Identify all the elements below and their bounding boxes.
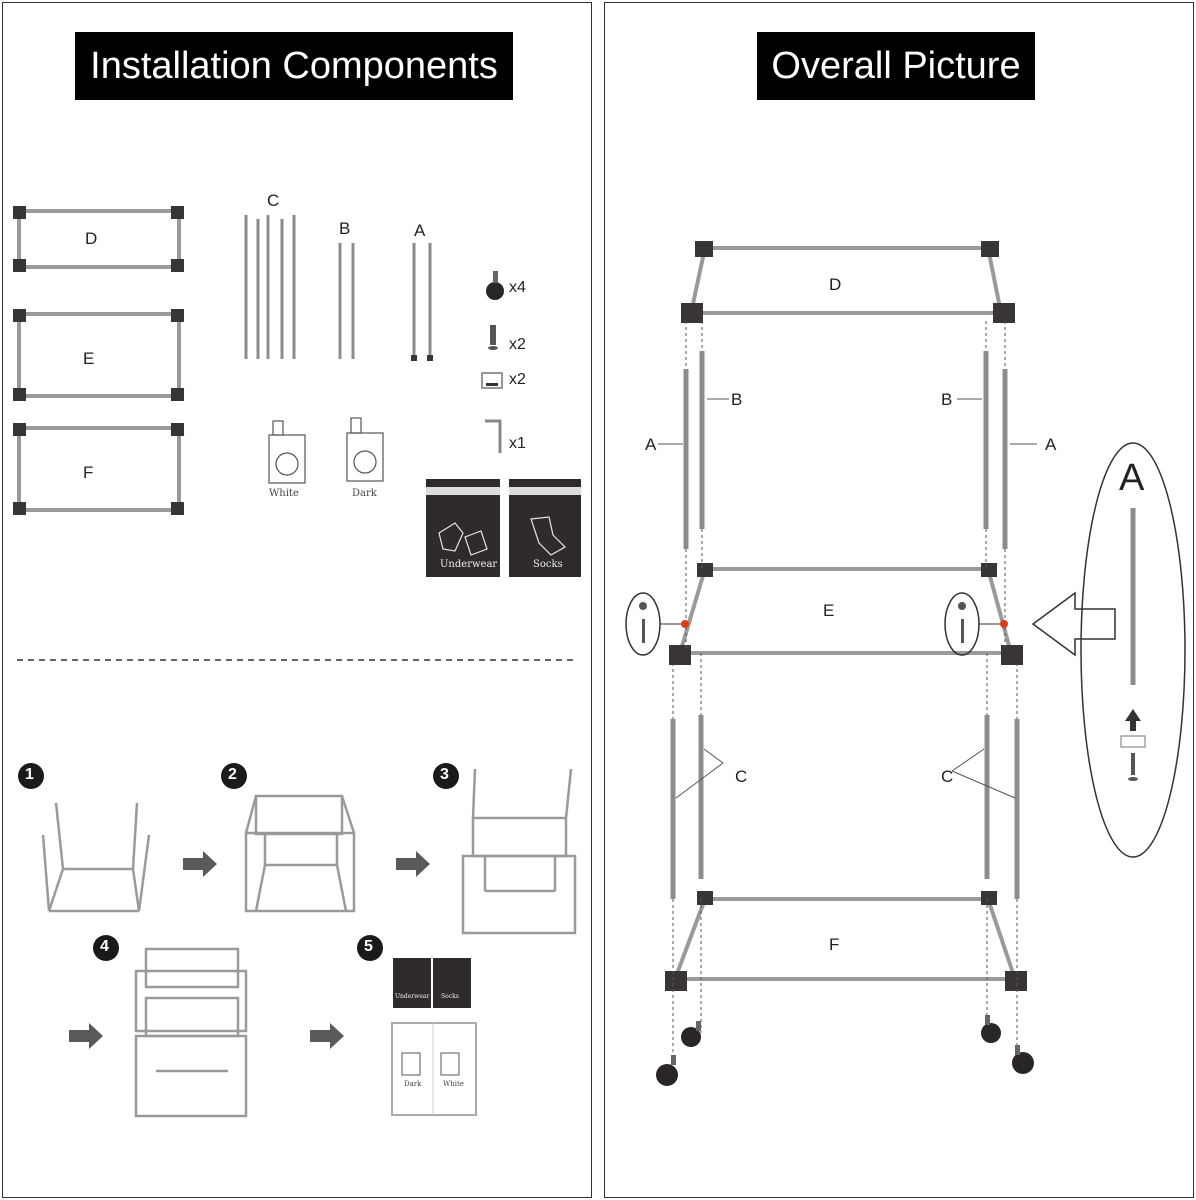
qty-caster: x4 — [509, 279, 526, 296]
overall-title: Overall Picture — [757, 32, 1035, 100]
bag-label-dark: Dark — [352, 488, 377, 499]
frame-label-f: F — [83, 463, 94, 482]
step5-bag-underwear: Underwear — [395, 993, 430, 1000]
bag-label-white: White — [269, 488, 299, 499]
screw-icon — [488, 325, 498, 350]
pole-label-b-left: B — [731, 390, 743, 409]
frames-drawing — [13, 206, 581, 1118]
qty-screw: x2 — [509, 336, 526, 353]
frame-label-d: D — [85, 229, 98, 248]
bag-label-socks: Socks — [533, 559, 563, 570]
step-5-number: 5 — [364, 938, 373, 955]
pole-label-a-left: A — [645, 435, 657, 454]
bracket-icon — [481, 372, 503, 389]
step-2-number: 2 — [228, 766, 237, 783]
allen-key-icon — [485, 419, 502, 453]
caster-wheel-icon — [486, 271, 504, 300]
pole-label-c-right: C — [941, 767, 954, 786]
qty-allen-key: x1 — [509, 435, 526, 452]
detail-label-a: A — [1119, 457, 1145, 499]
step5-bag-socks: Socks — [441, 993, 459, 1000]
step5-bag-white: White — [443, 1080, 464, 1088]
step-4-number: 4 — [100, 938, 109, 955]
tier-label-e: E — [823, 601, 835, 620]
step5-drawing — [391, 958, 477, 1116]
step-3-number: 3 — [440, 766, 449, 783]
overall-picture-panel: Overall Picture — [604, 2, 1194, 1198]
pole-label-b: B — [339, 219, 351, 238]
pole-label-a-right: A — [1045, 435, 1057, 454]
pole-label-c: C — [267, 191, 280, 210]
step5-bag-dark: Dark — [404, 1080, 422, 1088]
laundry-bags — [426, 479, 581, 577]
bag-label-underwear: Underwear — [440, 559, 498, 570]
installation-components-panel: Installation Components — [2, 2, 592, 1198]
frame-label-e: E — [83, 349, 95, 368]
qty-bracket: x2 — [509, 371, 526, 388]
tier-label-d: D — [829, 275, 842, 294]
pole-label-b-right: B — [941, 390, 953, 409]
pole-label-c-left: C — [735, 767, 748, 786]
overall-rack-drawing — [625, 241, 1186, 1086]
pole-label-a: A — [414, 221, 426, 240]
step-1-number: 1 — [25, 766, 34, 783]
tier-label-f: F — [829, 935, 840, 954]
installation-title: Installation Components — [75, 32, 513, 100]
